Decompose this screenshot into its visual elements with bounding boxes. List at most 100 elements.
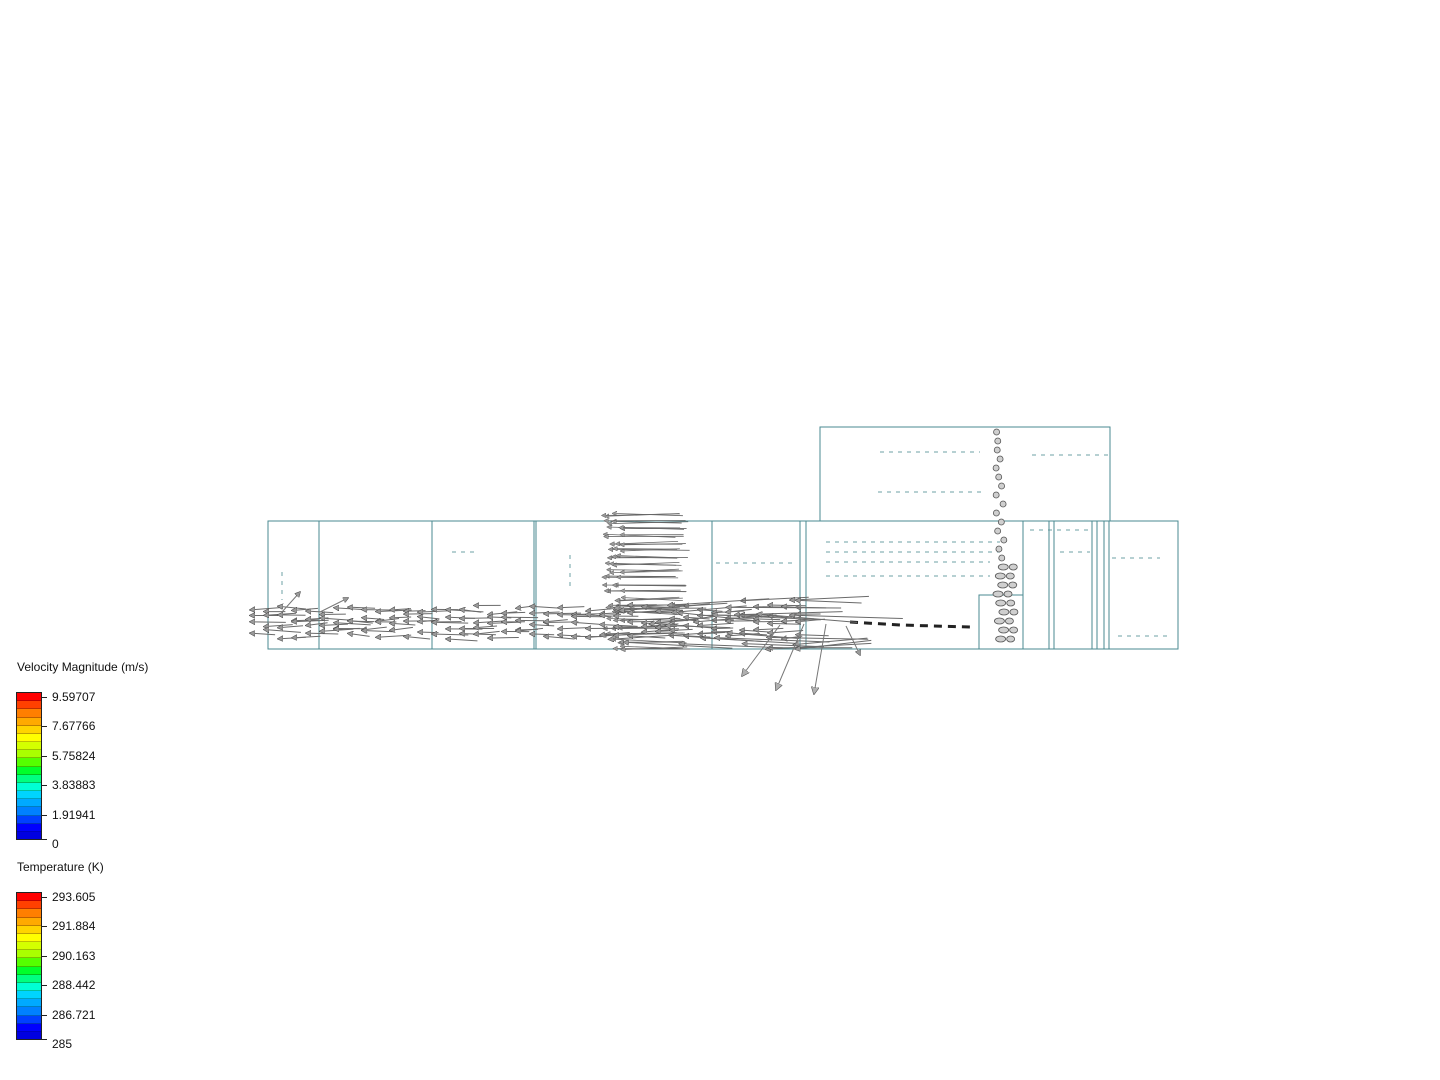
vector-arrow: [621, 646, 684, 650]
color-band: [17, 799, 41, 808]
vector-arrow: [616, 540, 679, 544]
vector-arrow: [334, 628, 360, 629]
vector-arrow: [572, 622, 600, 624]
legend-title: Temperature (K): [17, 860, 104, 874]
legend-label-max: 293.605: [52, 890, 96, 904]
color-band: [17, 1023, 41, 1032]
vector-arrow: [614, 649, 690, 650]
vector-arrow: [740, 630, 773, 632]
color-band: [17, 909, 41, 918]
vector-arrow: [446, 639, 478, 641]
vector-arrow: [348, 607, 376, 608]
vector-arrow: [617, 597, 683, 601]
color-band: [17, 733, 41, 743]
vector-arrow: [502, 612, 526, 613]
vector-glyph: [998, 554, 1006, 562]
vector-arrow: [460, 618, 492, 619]
legend-label: 290.163: [52, 949, 96, 963]
color-band: [17, 974, 41, 983]
vector-glyph: [992, 590, 1004, 598]
vector-arrow: [390, 623, 416, 625]
vector-glyph: [998, 608, 1010, 616]
vector-arrow: [613, 561, 680, 565]
vector-glyph: [995, 635, 1007, 643]
vector-field-arrows: [250, 595, 903, 649]
vector-arrow: [250, 622, 286, 623]
color-band: [17, 701, 41, 710]
color-band: [17, 766, 41, 775]
vector-arrow: [768, 631, 804, 633]
vector-glyph: [992, 509, 1000, 517]
vector-arrow: [612, 521, 682, 523]
vector-glyph: [993, 428, 1000, 436]
vector-glyph: [992, 464, 1000, 472]
vector-arrow: [306, 633, 339, 634]
vector-glyph: [997, 581, 1009, 589]
vector-arrow: [609, 549, 690, 550]
vector-arrow: [712, 615, 821, 621]
color-band: [17, 893, 41, 902]
vector-arrow: [754, 621, 783, 622]
vector-arrow: [558, 607, 585, 608]
vector-arrow: [666, 626, 731, 628]
vector-arrow: [621, 544, 686, 545]
color-band: [17, 823, 41, 832]
vector-arrow: [754, 619, 781, 620]
vector-arrow: [544, 636, 575, 639]
vector-column-right: [992, 428, 1019, 643]
vector-arrow: [610, 564, 677, 566]
vector-arrow: [790, 595, 869, 600]
legend-label: 5.75824: [52, 749, 96, 763]
vector-arrow: [796, 600, 862, 604]
vector-arrow: [615, 596, 680, 600]
vector-glyph: [1000, 536, 1008, 544]
vector-glyph: [993, 446, 1001, 454]
color-band: [17, 742, 41, 751]
vector-glyph: [992, 491, 1000, 499]
vector-arrow: [544, 620, 568, 622]
color-band: [17, 717, 41, 726]
vector-arrow: [726, 609, 752, 612]
vector-arrow: [619, 602, 728, 610]
color-band: [17, 1007, 41, 1016]
vector-glyph: [1006, 635, 1016, 643]
internal-features: [281, 451, 1168, 637]
vector-arrow: [348, 621, 375, 622]
vector-arrow: [362, 631, 395, 632]
legend-title: Velocity Magnitude (m/s): [17, 660, 149, 674]
vector-arrow: [743, 644, 824, 648]
vector-arrow: [390, 617, 412, 618]
color-band: [17, 725, 41, 734]
legend-label: 7.67766: [52, 719, 96, 733]
color-band: [17, 750, 41, 759]
vector-arrow: [670, 629, 693, 630]
vector-arrow: [628, 611, 660, 613]
vector-glyph: [994, 527, 1002, 535]
color-bar: [16, 692, 42, 840]
vector-glyph: [1008, 581, 1018, 589]
vector-arrow: [715, 638, 830, 643]
vector-arrow: [614, 627, 638, 628]
vector-arrow: [362, 627, 387, 630]
vector-glyph: [998, 626, 1010, 634]
vector-arrow: [348, 633, 370, 636]
vector-glyph: [1005, 572, 1015, 580]
color-band: [17, 1015, 41, 1024]
vector-arrow: [698, 623, 734, 625]
vector-arrow: [418, 617, 440, 619]
vector-arrow: [621, 591, 686, 592]
vector-arrow: [768, 623, 802, 624]
vector-arrow: [795, 639, 872, 649]
vector-arrow: [474, 631, 500, 634]
vector-arrow: [488, 637, 519, 638]
vector-arrow: [586, 609, 613, 611]
vector-glyph: [1008, 563, 1018, 571]
vector-glyph: [994, 617, 1005, 625]
vector-arrow: [740, 633, 767, 635]
vector-arrow: [607, 570, 681, 571]
vector-arrow: [278, 606, 307, 609]
vector-arrow: [621, 646, 688, 650]
vector-arrow: [530, 624, 555, 625]
color-band: [17, 774, 41, 783]
